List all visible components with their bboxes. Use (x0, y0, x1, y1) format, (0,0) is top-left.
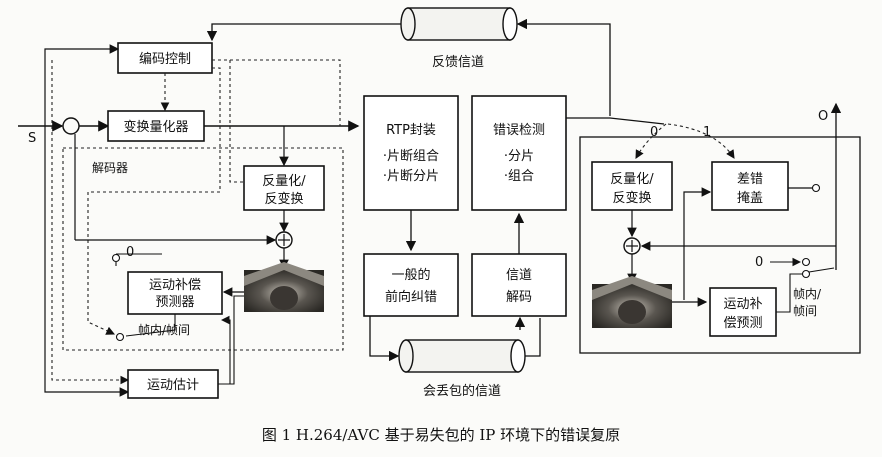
receiver-zero-label: 0 (755, 255, 763, 270)
receiver-mc-predictor-line2: 偿预测 (723, 316, 762, 331)
rtp-title: RTP封装 (386, 123, 436, 138)
feedback-channel-cylinder (400, 7, 518, 41)
lossy-channel-cylinder (398, 339, 526, 373)
receiver-intra-inter-line1: 帧内/ (793, 287, 822, 301)
figure-caption: 图 1 H.264/AVC 基于易失包的 IP 环境下的错误复原 (261, 426, 621, 444)
error-concealment-line2: 掩盖 (737, 191, 763, 206)
receiver-mc-predictor-line1: 运动补 (723, 297, 762, 312)
rtp-item-1: ·片断组合 (383, 149, 439, 164)
coding-control-label: 编码控制 (139, 52, 191, 67)
feedback-channel-label: 反馈信道 (432, 55, 484, 70)
fec-line2: 前向纠错 (385, 289, 437, 305)
input-label: S (28, 131, 36, 146)
receiver-reference-frame-image (592, 276, 672, 328)
transform-quant-label: 变换量化器 (123, 119, 188, 135)
fec-box (363, 253, 459, 317)
coding-control-box (117, 42, 213, 74)
receiver-boundary (579, 136, 861, 354)
encoder-inverse-quant-line1: 反量化/ (262, 174, 306, 189)
decoder-boundary (62, 147, 344, 351)
switch-0-label: 0 (650, 125, 658, 140)
encoder-intra-inter-switch (115, 332, 125, 342)
receiver-mc-predictor-box (709, 287, 777, 337)
channel-decoding-line1: 信道 (506, 268, 532, 283)
motion-estimation-box (127, 369, 219, 399)
error-concealment-box (711, 161, 789, 211)
encoder-mc-predictor-line1: 运动补偿 (149, 278, 201, 293)
concealment-output-node (811, 183, 821, 193)
switch-1-label: 1 (703, 125, 711, 140)
encoder-reference-frame-image (244, 262, 324, 312)
motion-estimation-label: 运动估计 (147, 378, 199, 393)
block-diagram: S 编码控制 变换量化器 解码器 反量化/ 反变换 0 运动补偿 预测器 (18, 7, 861, 399)
error-detection-title: 错误检测 (493, 123, 545, 138)
rtp-item-2: ·片断分片 (383, 169, 439, 184)
receiver-inverse-quant-box (591, 161, 673, 211)
error-concealment-line1: 差错 (737, 172, 763, 187)
output-label: O (818, 109, 828, 124)
fec-line1: 一般的 (391, 267, 430, 283)
channel-decoding-box (471, 253, 567, 317)
receiver-intra-inter-switch (801, 269, 811, 279)
encoder-intra-inter-label: 帧内/帧间 (138, 323, 190, 337)
channel-decoding-line2: 解码 (506, 290, 532, 305)
encoder-zero-label: 0 (126, 245, 134, 260)
lossy-channel-label: 会丢包的信道 (423, 383, 501, 399)
encoder-sum-node (62, 117, 80, 135)
error-detection-box (471, 95, 567, 211)
encoder-mc-predictor-line2: 预测器 (155, 295, 194, 310)
error-detection-item-1: ·分片 (504, 149, 534, 164)
receiver-inverse-quant-line1: 反量化/ (610, 172, 654, 187)
decoder-label: 解码器 (92, 161, 128, 175)
encoder-mc-predictor-box (127, 271, 223, 315)
encoder-inverse-quant-line2: 反变换 (264, 191, 303, 207)
receiver-intra-inter-line2: 帧间 (793, 304, 817, 318)
error-detection-item-2: ·组合 (504, 169, 534, 184)
receiver-inverse-quant-line2: 反变换 (612, 190, 651, 206)
